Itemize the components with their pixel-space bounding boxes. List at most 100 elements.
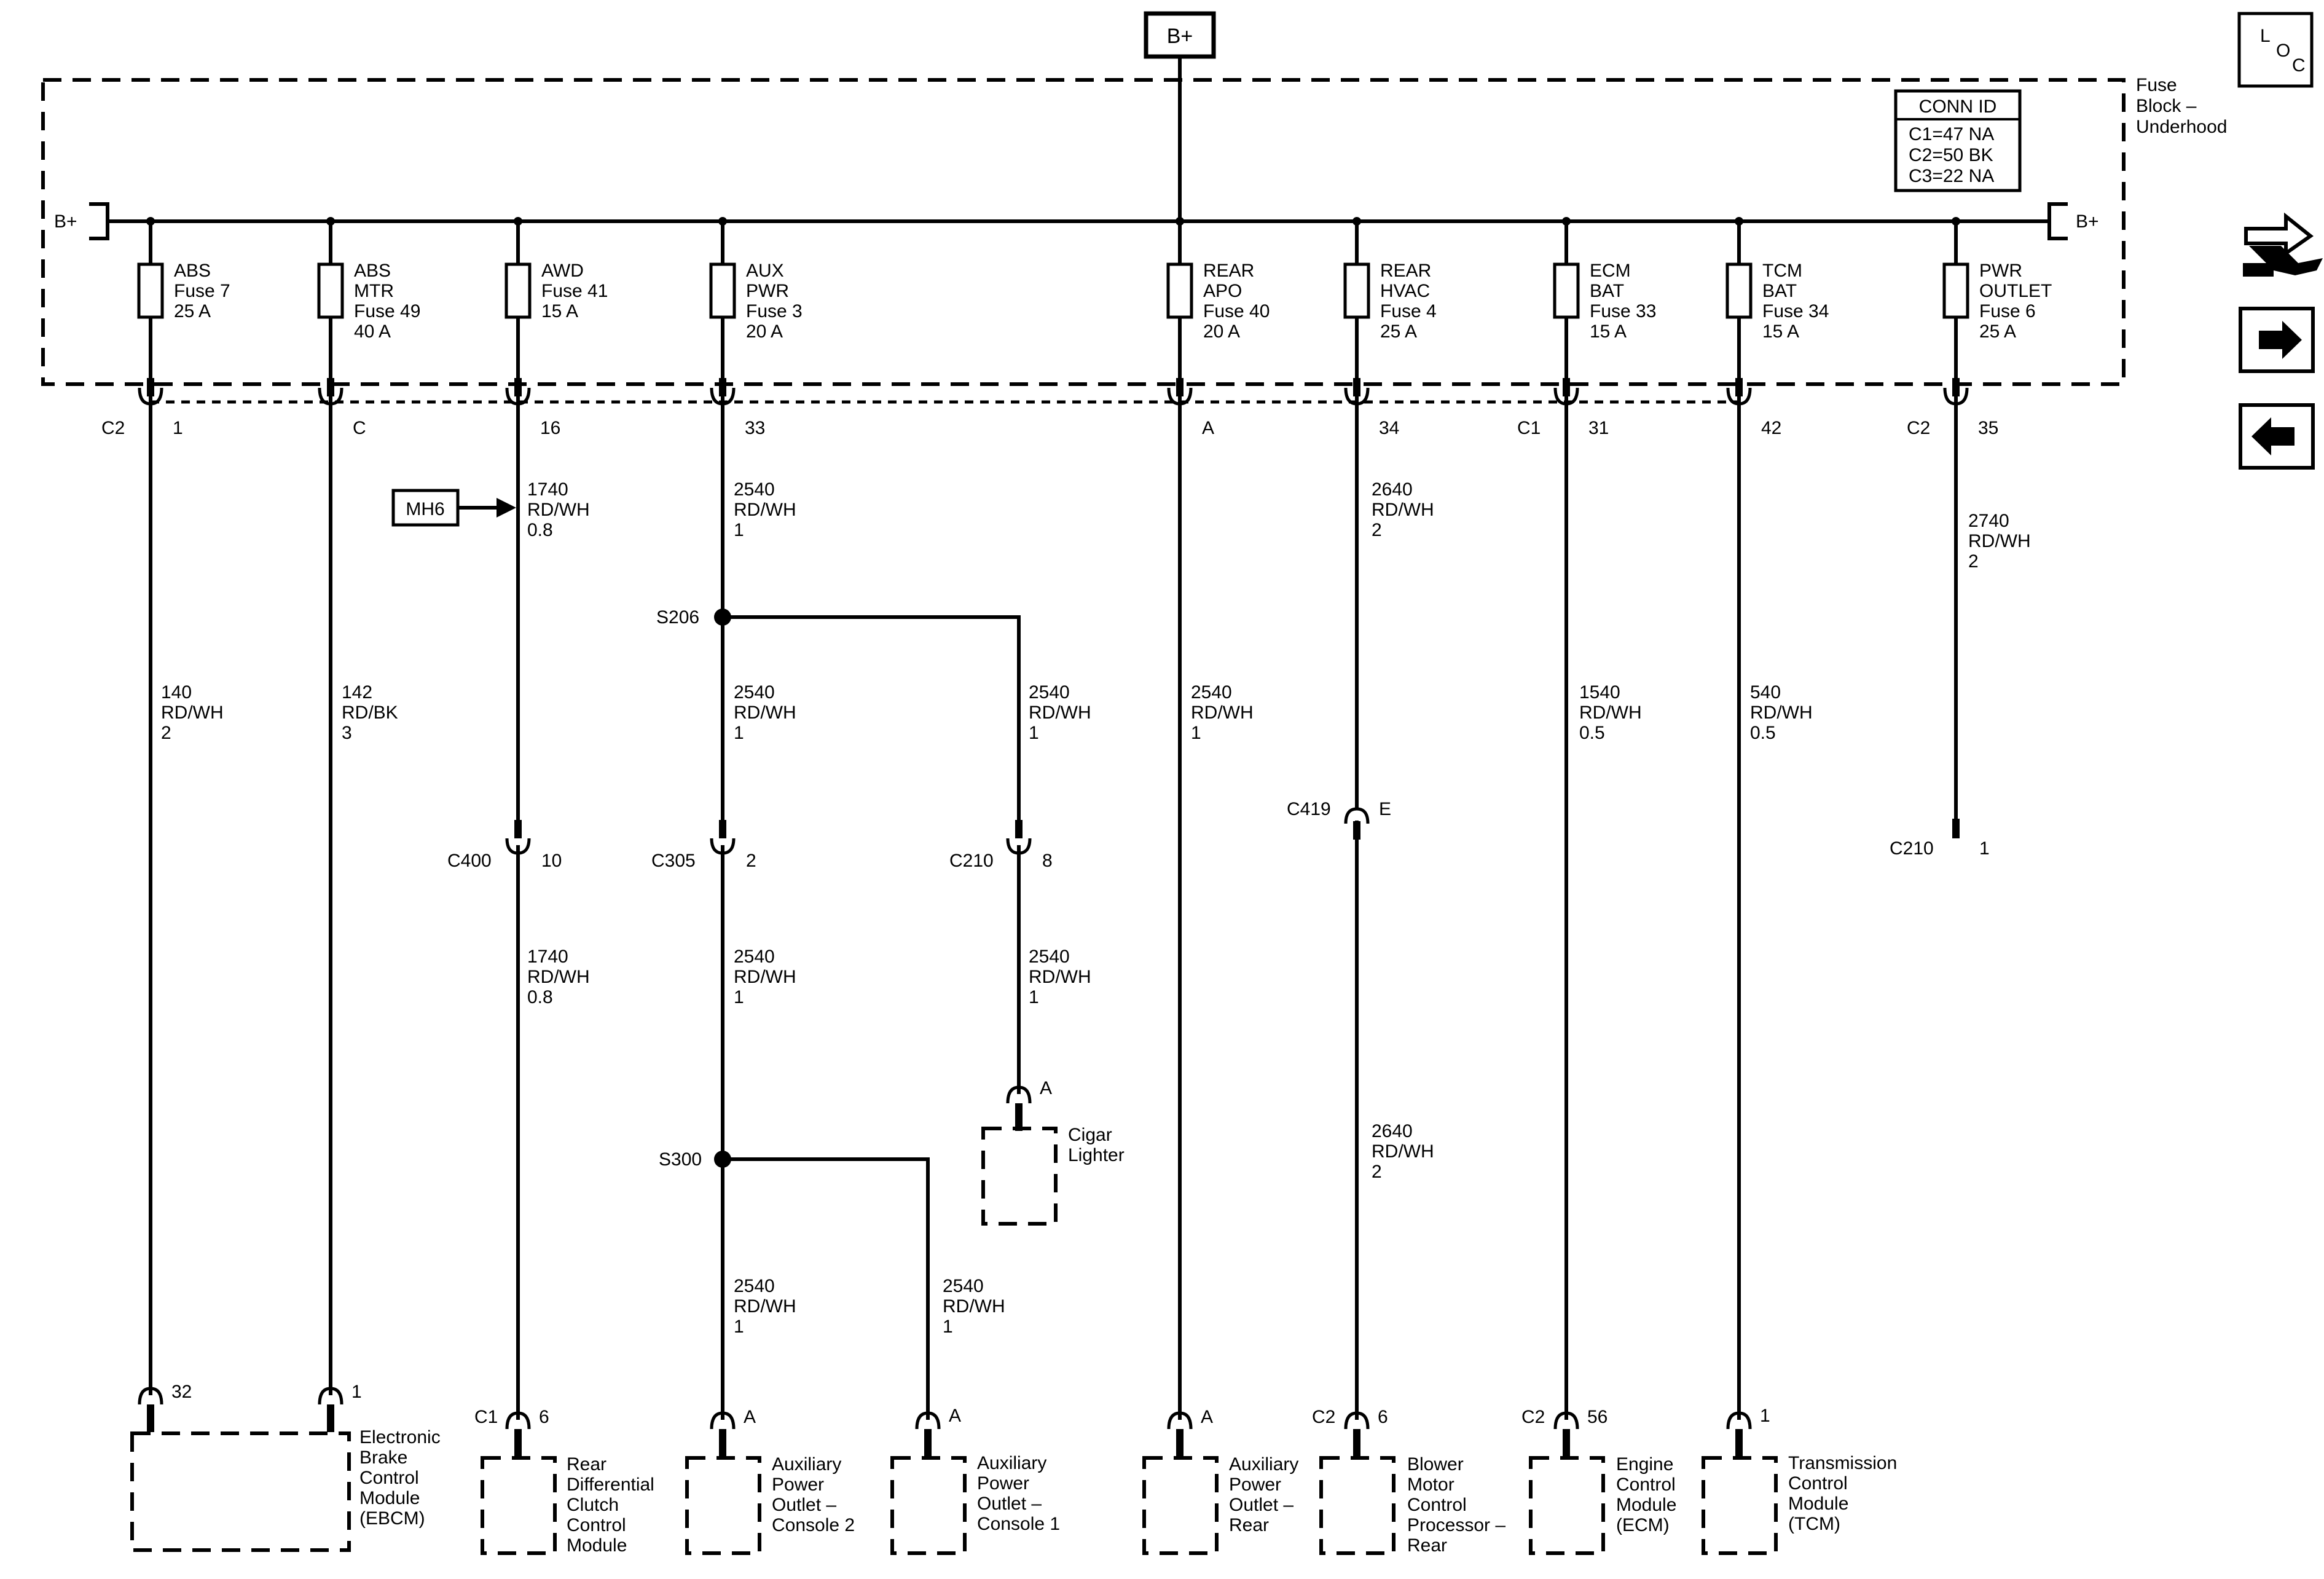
component-box	[981, 1127, 1058, 1226]
tools-icon[interactable]	[2243, 212, 2323, 277]
svg-text:Underhood: Underhood	[2136, 117, 2227, 137]
component-pin: A	[949, 1406, 961, 1426]
fuse-label-line: 20 A	[1203, 321, 1240, 342]
wire-label-line: RD/WH	[734, 967, 796, 987]
component-box	[1319, 1456, 1396, 1555]
splice-s206: S206	[656, 607, 731, 628]
wire-label-line: 2540	[734, 682, 775, 703]
wire-label-line: 1	[1029, 987, 1039, 1007]
component-connector: C1	[474, 1407, 498, 1427]
fuse-label-line: ABS	[174, 261, 211, 281]
svg-text:B+: B+	[2076, 211, 2099, 232]
fuse-label-line: BAT	[1590, 281, 1624, 301]
conn-id-title: CONN ID	[1919, 96, 1997, 117]
component-box	[130, 1431, 351, 1552]
wire-label-line: 0.5	[1579, 723, 1605, 743]
component-name-line: Auxiliary	[1229, 1454, 1298, 1475]
component-pin: 32	[171, 1382, 192, 1402]
component-name-line: Outlet –	[1229, 1495, 1294, 1515]
connector-pin: C	[353, 418, 366, 438]
wire-label-line: RD/WH	[1579, 703, 1642, 723]
connector-pin: 42	[1761, 418, 1781, 438]
arrow-left-icon	[2251, 417, 2295, 455]
component-name-line: Module	[1616, 1495, 1676, 1515]
wire-label-line: 2	[1372, 520, 1382, 540]
component-name-line: Brake	[359, 1447, 407, 1468]
component-name-line: Lighter	[1068, 1145, 1125, 1165]
connector-pin: 33	[745, 418, 765, 438]
component-name-line: Rear	[567, 1454, 607, 1475]
wire-label-line: 2	[161, 723, 171, 743]
component-box	[1142, 1456, 1219, 1555]
wire-label-line: 2540	[734, 479, 775, 500]
component-name-line: Auxiliary	[977, 1453, 1046, 1473]
component-name-line: Differential	[567, 1475, 654, 1495]
connector-pin: 8	[1042, 851, 1053, 871]
wire-label-line: 1540	[1579, 682, 1620, 703]
wire-label-line: 1	[1191, 723, 1201, 743]
component-box	[481, 1456, 557, 1555]
wire-label-line: RD/WH	[161, 703, 224, 723]
wire-label-line: 2740	[1968, 511, 2009, 531]
fuse-label-line: Fuse 40	[1203, 301, 1270, 321]
fuse-block-label: Fuse Block – Underhood	[2136, 75, 2227, 137]
loc-button[interactable]: L O C	[2237, 12, 2314, 88]
fuse-label-line: 15 A	[1590, 321, 1627, 342]
wire-label-line: RD/BK	[342, 703, 398, 723]
component-pin: A	[744, 1407, 756, 1427]
arrow-right-icon	[2259, 321, 2302, 359]
wire-label-line: 1	[1029, 723, 1039, 743]
component-name-line: Module	[359, 1488, 420, 1508]
wire-label-line: 1	[943, 1317, 953, 1337]
fuse-label-line: 25 A	[1979, 321, 2016, 342]
fuse-label-line: Fuse 3	[746, 301, 803, 321]
prev-page-button[interactable]	[2239, 403, 2315, 470]
wire-label-line: 2540	[1029, 682, 1070, 703]
fuse-label-line: APO	[1203, 281, 1242, 301]
component-box	[685, 1456, 761, 1555]
wire-label-line: 0.8	[527, 520, 553, 540]
conn-id-table: CONN ID C1=47 NA C2=50 BK C3=22 NA	[1894, 89, 2022, 192]
fuse-label-line: Fuse 41	[541, 281, 608, 301]
fuse-label-line: Fuse 49	[354, 301, 420, 321]
wire-label-line: 1740	[527, 479, 568, 500]
fuse-label-line: 20 A	[746, 321, 783, 342]
fuse-label-line: PWR	[1979, 261, 2022, 281]
component-pin: 1	[1760, 1406, 1770, 1426]
component-name-line: Control	[1788, 1473, 1848, 1494]
component-box	[890, 1456, 967, 1555]
component-name-line: Power	[772, 1475, 824, 1495]
fuse-block-connector: 16	[505, 378, 560, 438]
svg-text:C3=22 NA: C3=22 NA	[1909, 166, 1994, 186]
connector-pin: 1	[173, 418, 183, 438]
fuse-label-line: TCM	[1762, 261, 1802, 281]
component-name-line: Control	[1407, 1495, 1467, 1515]
next-page-button[interactable]	[2239, 307, 2315, 373]
wire-label-line: 2540	[734, 947, 775, 967]
bus-left-bplus: B+	[54, 202, 109, 240]
component-pin: A	[1040, 1078, 1052, 1098]
